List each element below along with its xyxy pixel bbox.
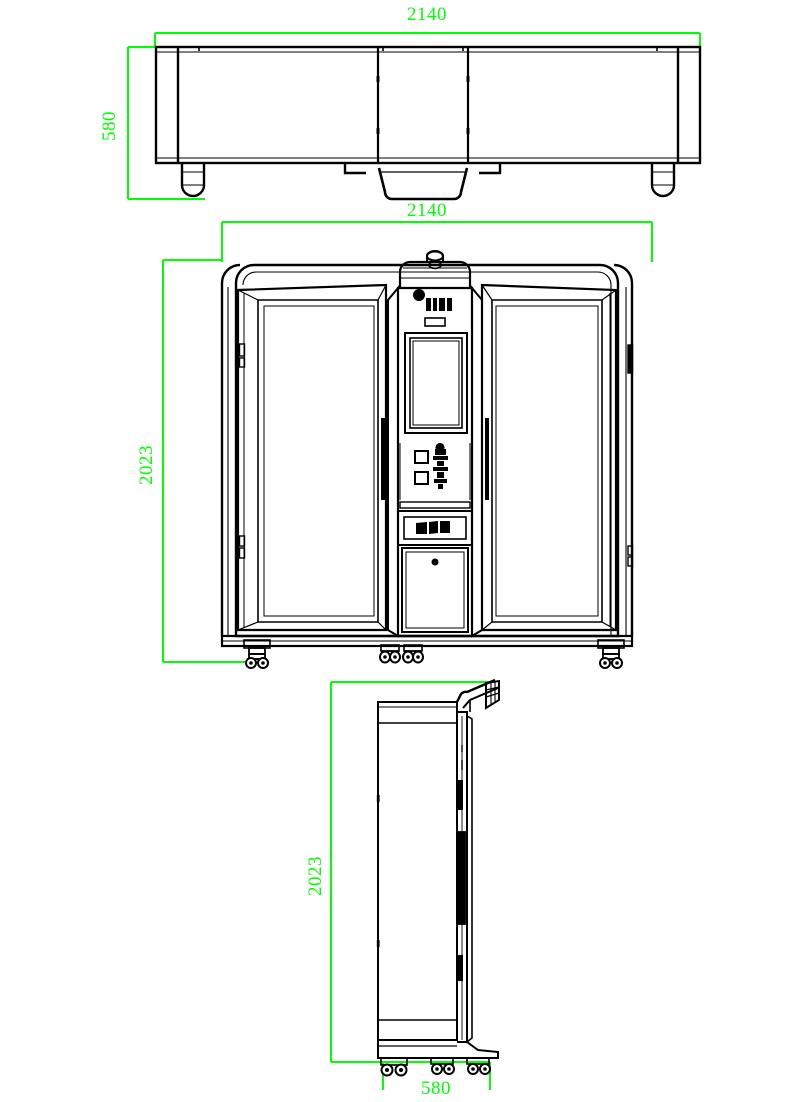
front-view-display-screen[interactable] — [404, 332, 468, 434]
front-view-lock-indicator[interactable] — [431, 558, 439, 566]
side-view-canopy-bracket — [455, 678, 500, 712]
side-view-casters — [380, 1057, 491, 1077]
top-view-width-label: 2140 — [407, 4, 447, 25]
top-view: 2140 580 — [99, 4, 702, 201]
side-view: 2023 580 — [305, 678, 500, 1099]
front-view-center-console — [387, 250, 483, 638]
front-view-button-lower[interactable] — [414, 471, 429, 485]
side-view-vent-lower — [457, 955, 463, 981]
front-view-casters — [243, 639, 625, 669]
side-caster-center — [430, 1057, 455, 1075]
front-view-label-plate — [397, 501, 473, 546]
side-view-height-label: 2023 — [305, 856, 326, 896]
caster-center-left — [379, 644, 401, 664]
top-view-depth-label: 580 — [99, 111, 120, 141]
front-view-camera-module — [433, 442, 448, 489]
caster-right — [597, 639, 625, 669]
front-view-control-panel — [399, 443, 471, 500]
side-caster-left — [380, 1057, 408, 1077]
top-view-bracket-hooks — [343, 164, 502, 175]
front-view-height-label: 2023 — [136, 445, 157, 485]
front-view-lower-access-panel[interactable] — [401, 547, 469, 633]
front-view-button-upper[interactable] — [414, 450, 429, 464]
front-view-door-right-hardware — [627, 344, 634, 567]
front-view-width-label: 2140 — [407, 200, 447, 221]
side-view-depth-label: 580 — [421, 1078, 451, 1099]
front-view: 2140 2023 — [136, 200, 653, 669]
top-view-geometry — [154, 45, 702, 165]
side-view-vent-upper — [457, 780, 463, 810]
top-view-center-protrusion — [377, 167, 469, 201]
caster-left — [243, 639, 271, 669]
front-view-dimension-lines — [162, 221, 653, 663]
top-view-dimension-lines — [127, 32, 701, 200]
top-view-right-leg — [650, 163, 676, 198]
front-view-door-left-hinges — [238, 343, 246, 559]
front-view-card-reader-slot[interactable] — [424, 317, 446, 327]
top-view-left-leg — [180, 163, 206, 198]
caster-center-right — [402, 644, 424, 664]
side-view-panel-mid — [456, 831, 466, 925]
front-view-brand-logo — [413, 289, 452, 311]
side-caster-right — [466, 1057, 491, 1075]
side-view-base — [377, 1040, 499, 1059]
side-view-geometry — [376, 701, 473, 1043]
